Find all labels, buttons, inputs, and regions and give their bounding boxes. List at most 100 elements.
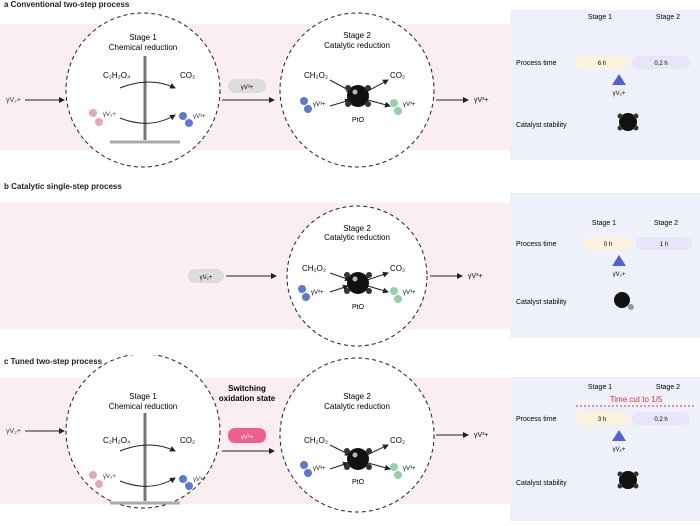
input-label: γV₂+ (200, 275, 213, 281)
input-pill (188, 269, 224, 283)
property-box (510, 377, 700, 521)
stage2-out-ion: γV³+ (403, 466, 416, 472)
catalyst-particle-icon (344, 272, 372, 294)
stage2-time: 1 h (660, 242, 668, 248)
stage1-time: 3 h (598, 417, 606, 423)
stage2-product: CO₂ (390, 71, 405, 80)
stage1-circle (65, 12, 221, 168)
catalyst-particle-icon (345, 85, 371, 107)
output-label: γV³+ (468, 273, 483, 280)
panel-c-diagram: γV₂+ Stage 1 Chemical reduction C₂H₂O₄ C… (6, 355, 696, 513)
ion-blue-icon (302, 293, 310, 301)
catalyst-label: PtO (352, 117, 365, 124)
panel-title: a Conventional two-step process (4, 0, 130, 9)
stage1-time: 0 h (604, 242, 612, 248)
ion-blue-icon (179, 475, 187, 483)
stage2-product: CO₂ (390, 264, 405, 273)
product-arrow (366, 271, 389, 281)
reactant-arrow (329, 272, 351, 282)
stage1-out-ion: γV³+ (193, 114, 206, 120)
stage2-label: Stage 2 (343, 224, 371, 233)
property-box (510, 193, 700, 338)
intermediate-label: γV³+ (241, 435, 254, 441)
stage2-in-ion: γV³+ (313, 466, 326, 472)
switch-label-2: oxidation state (219, 394, 276, 403)
stage1-reactant: C₂H₂O₄ (103, 71, 130, 80)
ion-blue-icon (304, 105, 312, 113)
stage2-label: Stage 2 (343, 392, 371, 401)
panel-title: c Tuned two-step process (4, 357, 103, 366)
catalyst-stability-icon (614, 292, 634, 310)
ion-green-icon (390, 287, 398, 295)
catalyst-particle-icon (344, 448, 372, 470)
input-label: γV₂+ (6, 97, 21, 104)
ion-green-icon (394, 471, 402, 479)
stability-label: Catalyst stability (516, 480, 567, 487)
process-time-label: Process time (516, 241, 557, 248)
intermediate-label: γV³+ (241, 85, 254, 91)
ion-pink-icon (95, 480, 103, 488)
intermediate-pill (228, 79, 266, 93)
reduction-note: Time cut to 1/5 (610, 395, 663, 404)
stage2-sub: Catalytic reduction (324, 402, 390, 411)
panel-title: b Catalytic single-step process (4, 182, 122, 191)
property-box (510, 10, 700, 160)
output-label: γV³+ (474, 97, 489, 104)
stage1-in-ion: γV₂+ (103, 474, 116, 480)
catalyst-stability-icon (617, 113, 639, 131)
catalyst-stability-icon (617, 471, 639, 489)
marker-label: γV₂+ (613, 447, 626, 453)
stage2-out-ion: γV³+ (403, 290, 416, 296)
ion-out-arrow (367, 285, 389, 294)
stage2-in-ion: γV³+ (313, 102, 326, 108)
reaction-arrow-bottom (119, 114, 176, 124)
ion-blue-icon (185, 119, 193, 127)
stage2-in-ion: γV³+ (311, 290, 324, 296)
panel-b-diagram: γV₂+ Stage 2 Catalytic reduction CH₂O₂ C… (188, 205, 692, 347)
ion-out-arrow (367, 462, 391, 471)
stage1-head: Stage 1 (592, 220, 616, 227)
stage1-time-bar (584, 237, 632, 250)
ion-out-arrow (367, 99, 391, 108)
stage2-circle (279, 357, 435, 513)
stage1-sub: Chemical reduction (109, 402, 177, 411)
marker-triangle-icon (612, 255, 626, 266)
stage1-sub: Chemical reduction (109, 43, 177, 52)
stage2-out-ion: γV³+ (403, 102, 416, 108)
reaction-arrow-top (119, 444, 176, 452)
stage2-label: Stage 2 (343, 31, 371, 40)
stage1-reactant: C₂H₂O₄ (103, 436, 130, 445)
ion-pink-icon (89, 471, 97, 479)
ion-blue-icon (300, 461, 308, 469)
stage1-time-bar (576, 412, 628, 425)
stage2-sub: Catalytic reduction (324, 233, 390, 242)
marker-label: γV₂+ (613, 272, 626, 278)
stage2-sub: Catalytic reduction (324, 41, 390, 50)
ion-blue-icon (300, 97, 308, 105)
stage1-head: Stage 1 (588, 14, 612, 21)
stage2-time-bar (636, 237, 692, 250)
stage2-time: 0.2 h (654, 61, 667, 67)
stage1-time-bar (576, 56, 628, 69)
panel-a: a Conventional two-step process γV₂+ Sta… (0, 0, 700, 175)
process-time-label: Process time (516, 416, 557, 423)
stage2-product: CO₂ (390, 436, 405, 445)
stage1-in-ion: γV₂+ (103, 112, 116, 118)
process-time-label: Process time (516, 60, 557, 67)
stability-label: Catalyst stability (516, 299, 567, 306)
ion-blue-icon (185, 482, 193, 490)
stage1-product: CO₂ (180, 71, 195, 80)
stage2-time: 0.2 h (654, 417, 667, 423)
intermediate-pill (228, 428, 266, 443)
stage1-out-ion: γV³+ (193, 477, 206, 483)
stage1-time: 6 h (598, 61, 606, 67)
ion-green-icon (390, 99, 398, 107)
output-label: γV³+ (474, 432, 489, 439)
stage2-head: Stage 2 (654, 220, 678, 227)
stability-label: Catalyst stability (516, 122, 567, 129)
ion-pink-icon (89, 109, 97, 117)
stage1-product: CO₂ (180, 436, 195, 445)
stage2-reactant: CH₂O₂ (304, 71, 328, 80)
ion-in-arrow (329, 461, 349, 470)
ion-green-icon (394, 295, 402, 303)
